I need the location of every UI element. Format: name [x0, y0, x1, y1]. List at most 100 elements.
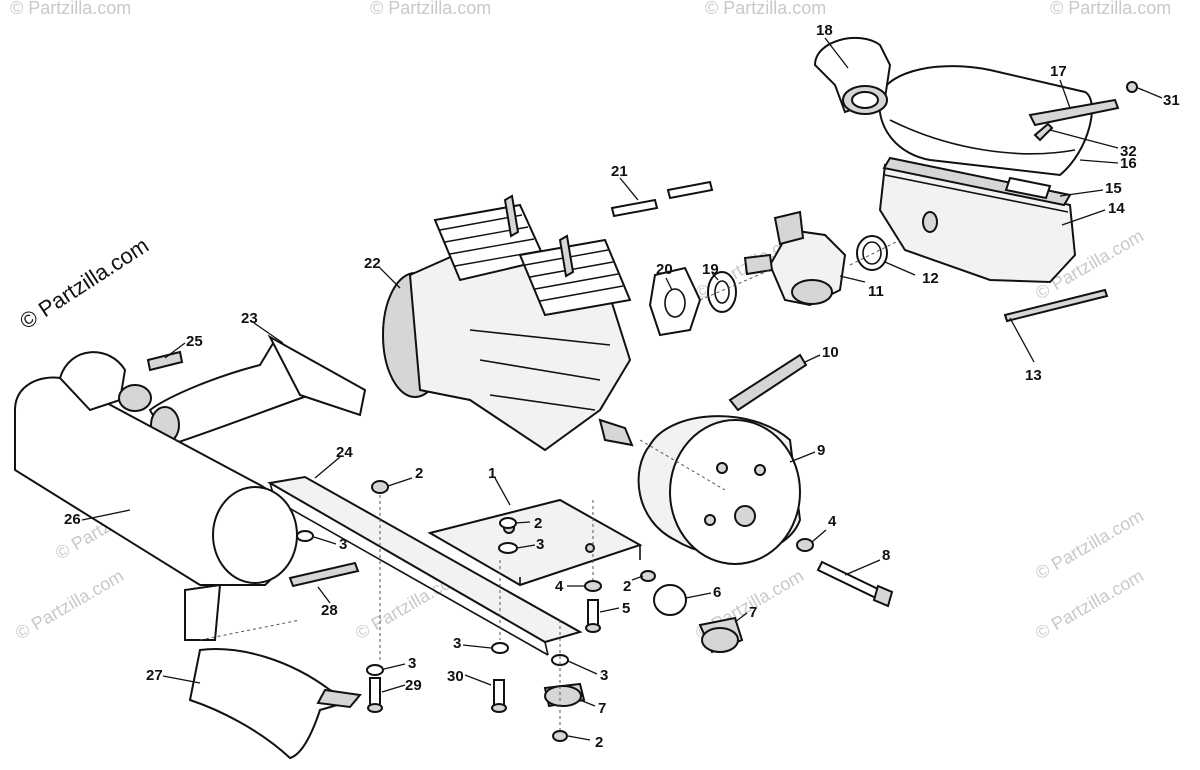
leader-line-30: [464, 674, 492, 686]
callout-18: 18: [816, 22, 833, 39]
leader-line-2: [567, 735, 591, 741]
lock-washer: [796, 538, 814, 552]
leader-line-19: [711, 272, 719, 281]
cover-contour: [889, 119, 1076, 155]
callout-11: 11: [868, 283, 884, 300]
manifold-flange: [267, 334, 367, 417]
leader-line-8: [844, 559, 881, 576]
leader-line-4: [811, 529, 827, 543]
clip: [1126, 81, 1138, 93]
nut: [371, 480, 389, 494]
callout-6: 6: [713, 584, 721, 601]
leader-line-20: [665, 277, 673, 291]
leader-line-2: [514, 521, 531, 524]
bolt-head: [367, 703, 383, 713]
callout-25: 25: [186, 333, 203, 350]
callout-2: 2: [595, 734, 603, 751]
alignment-line: [639, 439, 726, 491]
callout-2: 2: [415, 465, 423, 482]
nut: [640, 570, 656, 582]
bolt-head: [872, 584, 894, 608]
callout-7: 7: [598, 700, 606, 717]
callout-4: 4: [555, 578, 564, 595]
flange-bore: [714, 280, 730, 304]
leader-line-15: [1059, 189, 1104, 197]
callout-2: 2: [534, 515, 542, 532]
bracket-rail: [267, 475, 583, 644]
air-silencer-cover: [878, 65, 1093, 177]
alignment-line: [699, 269, 771, 301]
callout-3: 3: [600, 667, 608, 684]
muffler-inlet-elbow: [58, 351, 127, 412]
pin: [666, 180, 714, 200]
spark-plug: [503, 194, 520, 238]
muffler-assembly: [14, 351, 298, 641]
muffler-end-cap: [212, 486, 298, 584]
leader-line-3: [567, 660, 598, 675]
watermark-text: © Partzilla.com: [10, 0, 131, 18]
leader-line-3: [516, 544, 536, 549]
watermark-text: © Partzilla.com: [1050, 0, 1171, 18]
leader-line-7: [734, 612, 748, 623]
carburetor-top: [773, 210, 805, 246]
leader-line-21: [619, 177, 639, 201]
nut: [552, 730, 568, 742]
callout-10: 10: [822, 344, 839, 361]
callout-4: 4: [828, 513, 837, 530]
leader-line-23: [253, 322, 284, 344]
callout-3: 3: [408, 655, 416, 672]
callout-1: 1: [488, 465, 496, 482]
plate-flange: [519, 545, 641, 585]
leader-line-2: [631, 575, 644, 581]
alignment-line: [199, 619, 301, 641]
callout-23: 23: [241, 310, 258, 327]
cylinder-head-rear: [518, 238, 632, 317]
bolt: [369, 677, 381, 706]
callout-12: 12: [922, 270, 939, 287]
bolt-head: [491, 703, 507, 713]
callout-16: 16: [1120, 155, 1137, 172]
callout-8: 8: [882, 547, 890, 564]
callout-27: 27: [146, 667, 163, 684]
rod-assembly: [1003, 288, 1109, 323]
callout-31: 31: [1163, 92, 1180, 109]
gasket-plate: [1004, 176, 1052, 200]
partzilla-watermark: © Partzilla.com: [15, 232, 153, 334]
washer: [491, 642, 509, 654]
callout-3: 3: [536, 536, 544, 553]
lock-washer: [584, 580, 602, 592]
leader-line-31: [1137, 87, 1163, 99]
plate-hole: [585, 543, 595, 553]
rod: [1003, 288, 1109, 323]
hose-clamp: [856, 235, 888, 271]
callout-13: 13: [1025, 367, 1042, 384]
bolt-head: [585, 623, 601, 633]
leader-line-17: [1059, 79, 1071, 109]
washer: [296, 530, 314, 542]
callout-7: 7: [749, 604, 757, 621]
callout-9: 9: [817, 442, 825, 459]
heat-shield: [188, 648, 359, 760]
gasket-hole: [664, 288, 686, 318]
boot-bore: [851, 91, 879, 109]
screw: [1033, 122, 1054, 142]
leader-line-9: [789, 451, 816, 463]
bracket-edge: [274, 499, 549, 656]
leader-line-10: [804, 354, 821, 363]
fuel-fitting: [743, 253, 774, 276]
nut: [499, 517, 517, 529]
rubber-mount-base: [701, 627, 739, 653]
leader-line-13: [1009, 317, 1035, 363]
callout-5: 5: [622, 600, 630, 617]
callout-20: 20: [656, 261, 673, 278]
callout-14: 14: [1108, 200, 1125, 217]
case-edge: [884, 174, 1069, 213]
callout-3: 3: [453, 635, 461, 652]
callout-24: 24: [336, 444, 353, 461]
spring: [288, 561, 360, 588]
callout-32: 32: [1120, 143, 1137, 160]
leader-line-25: [164, 342, 186, 359]
heat-shield-tab: [316, 688, 362, 709]
callout-3: 3: [339, 536, 347, 553]
